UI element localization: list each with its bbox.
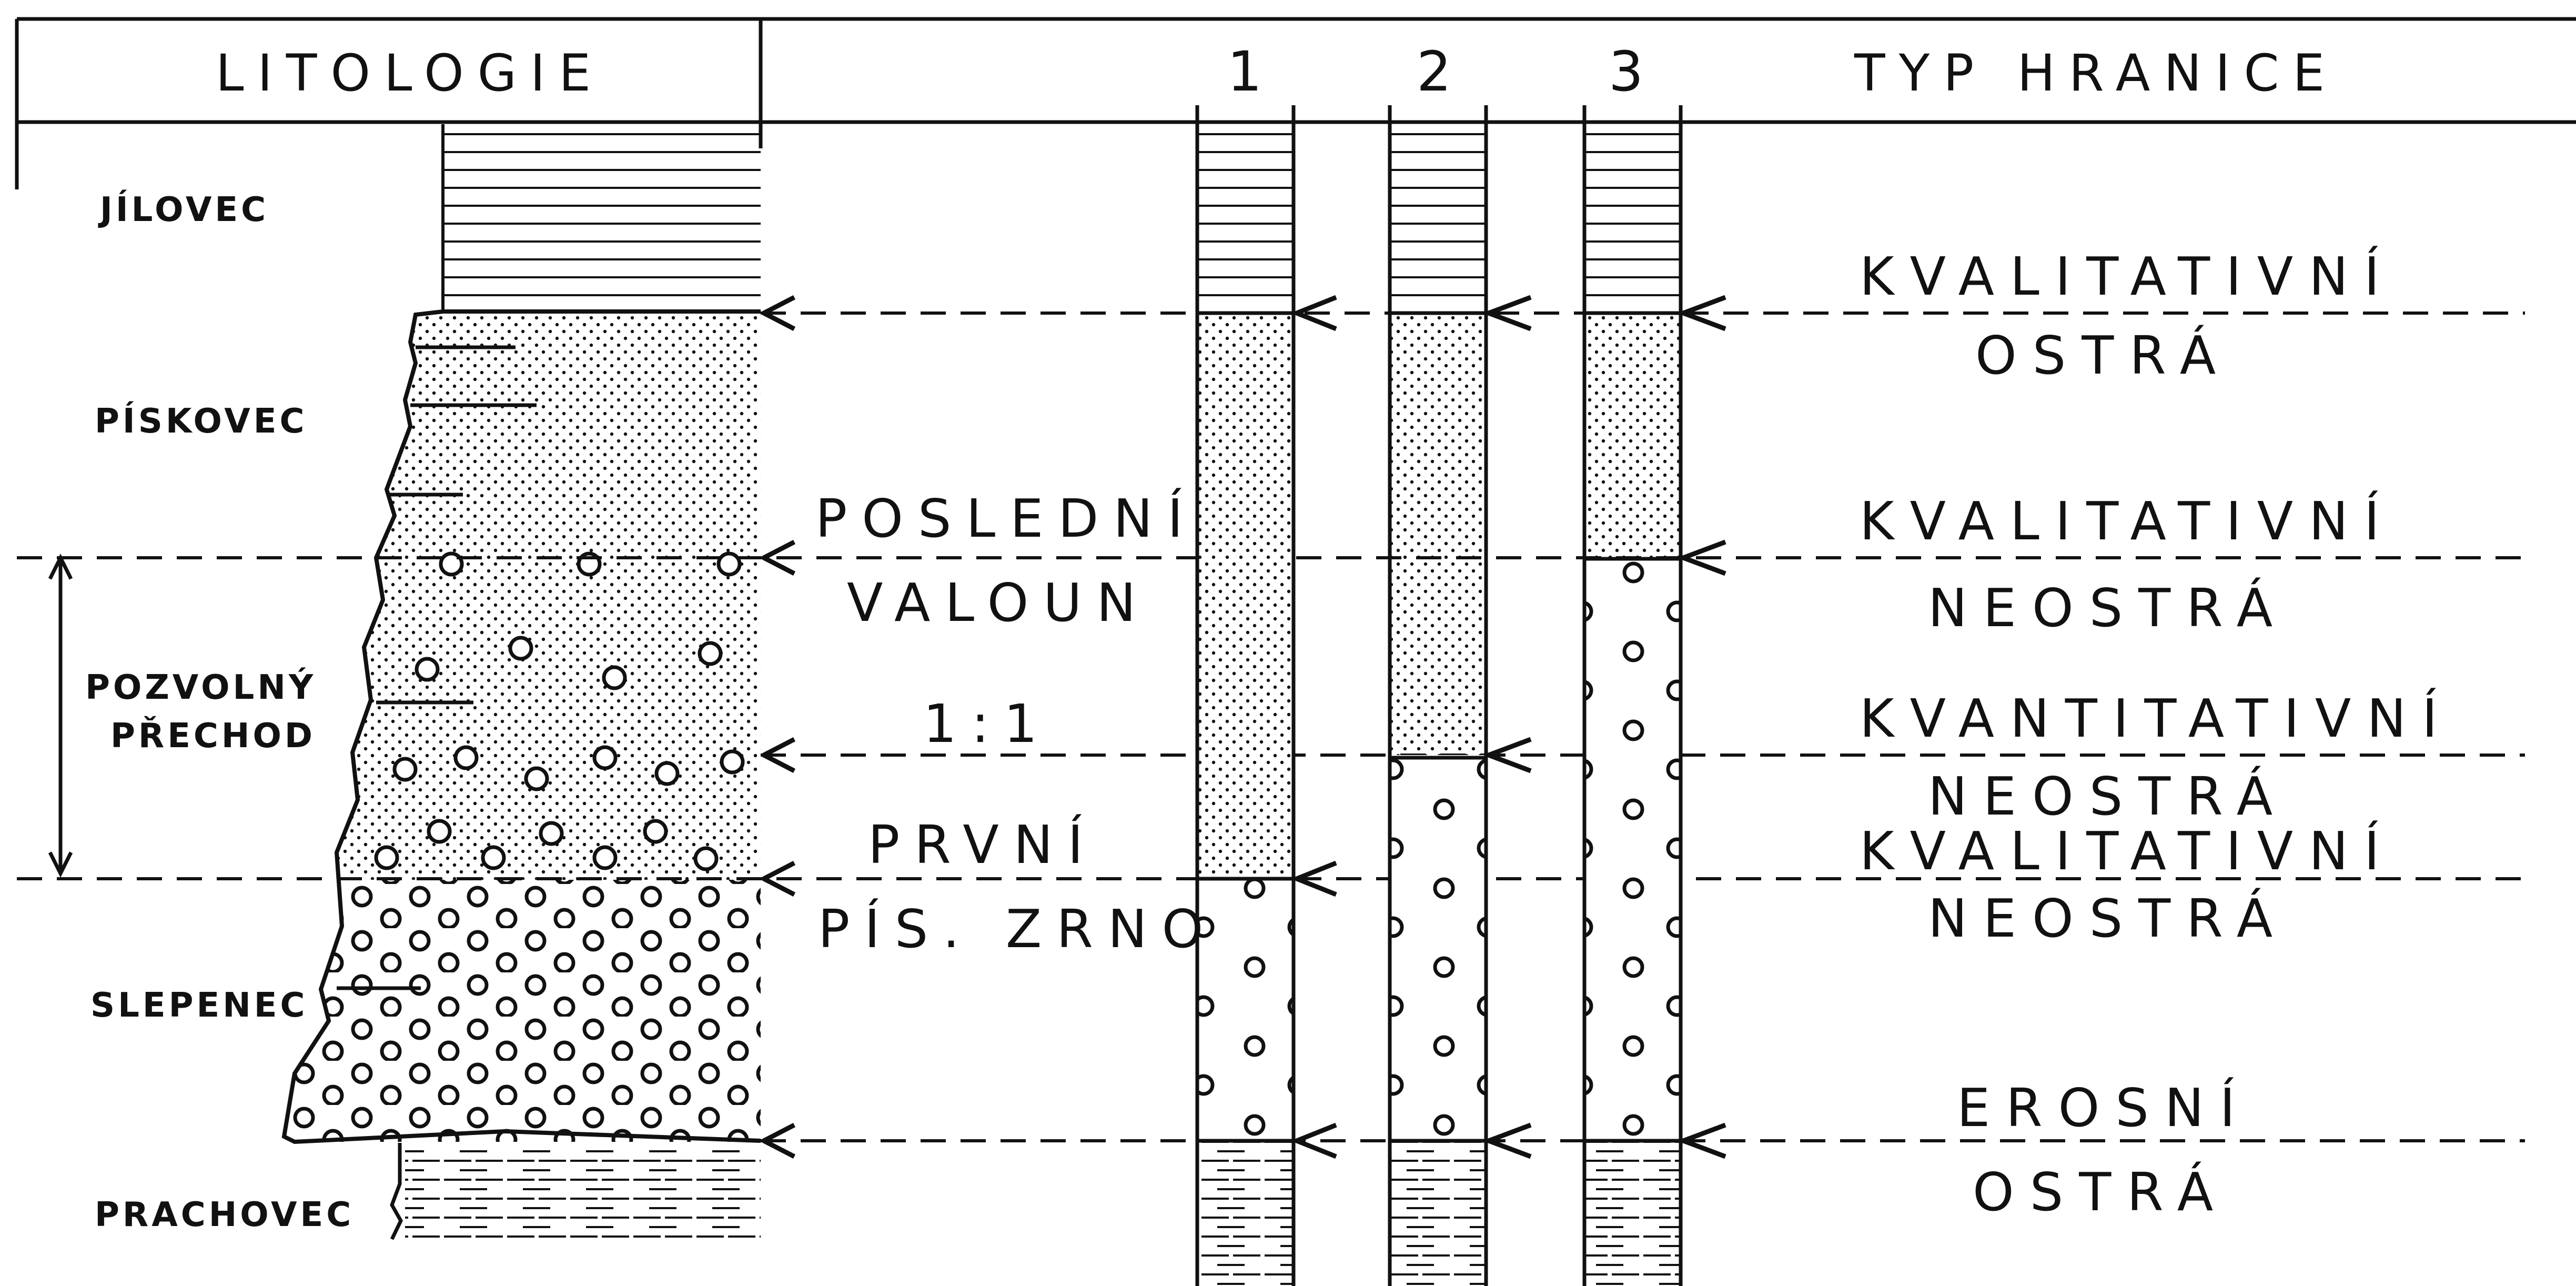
header: LITOLOGIE 1 2 3 TYP HRANICE (17, 19, 2576, 189)
boundary-3-kind: KVANTITATIVNÍ (1860, 688, 2453, 749)
boundary-1-kind: KVALITATIVNÍ (1860, 246, 2395, 307)
label-last-pebble-2: VALOUN (847, 572, 1150, 634)
boundary-2-kind: KVALITATIVNÍ (1860, 490, 2395, 552)
label-claystone: JÍLOVEC (98, 189, 269, 229)
boundary-2-sharpness: NEOSTRÁ (1928, 577, 2288, 639)
label-first-grain-2: PÍS. ZRNO (818, 898, 1218, 960)
header-col2: 2 (1417, 39, 1451, 104)
conglomerate-layer (284, 880, 761, 1142)
claystone-layer (443, 124, 761, 312)
boundary-5-sharpness: OSTRÁ (1973, 1161, 2229, 1223)
mini-column-1 (1197, 105, 1294, 1286)
label-first-grain-1: PRVNÍ (868, 814, 1098, 876)
mini-column-2 (1390, 105, 1486, 1286)
label-conglomerate: SLEPENEC (90, 986, 308, 1025)
label-ratio: 1:1 (923, 693, 1052, 755)
boundary-1-sharpness: OSTRÁ (1975, 325, 2231, 386)
boundary-5-kind: EROSNÍ (1957, 1077, 2251, 1139)
boundary-3-sharpness: NEOSTRÁ (1928, 766, 2288, 827)
mini-column-3 (1584, 105, 1681, 1286)
header-col3: 3 (1609, 39, 1643, 104)
header-boundary-type: TYP HRANICE (1854, 44, 2338, 103)
boundary-4-sharpness: NEOSTRÁ (1928, 888, 2288, 949)
siltstone-layer (405, 1143, 761, 1243)
label-last-pebble-1: POSLEDNÍ (815, 488, 1198, 549)
label-transition-1: POZVOLNÝ (85, 667, 316, 707)
label-siltstone: PRACHOVEC (95, 1195, 354, 1234)
header-col1: 1 (1227, 39, 1262, 104)
boundary-type-labels: KVALITATIVNÍ OSTRÁ KVALITATIVNÍ NEOSTRÁ … (1860, 246, 2453, 1223)
transition-bracket (50, 558, 71, 873)
label-sandstone: PÍSKOVEC (95, 401, 307, 441)
label-transition-2: PŘECHOD (110, 716, 316, 756)
boundary-4-kind: KVALITATIVNÍ (1860, 820, 2395, 882)
header-lithology: LITOLOGIE (216, 44, 604, 103)
lithology-column (284, 124, 761, 1243)
